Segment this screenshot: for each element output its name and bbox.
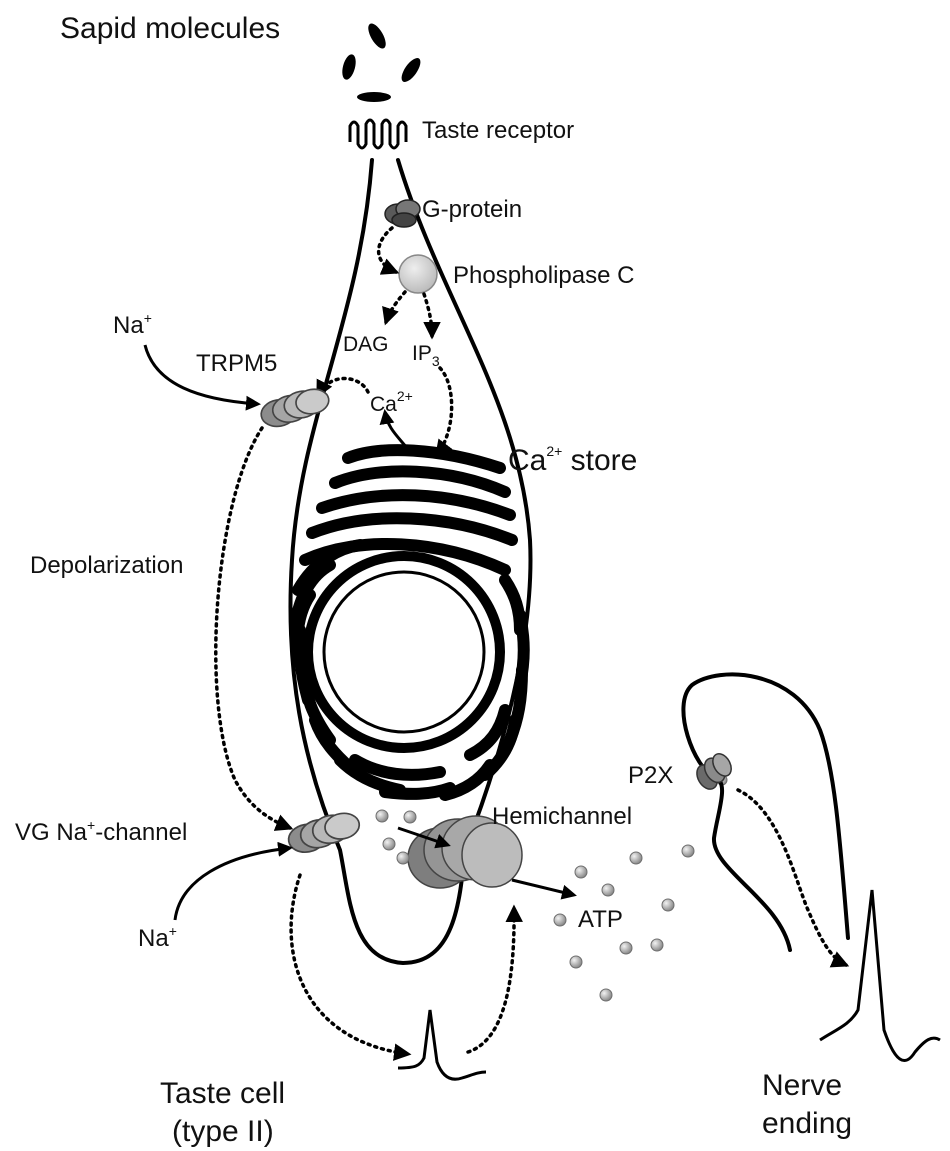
nucleus xyxy=(308,556,500,748)
label-na-bottom: Na+ xyxy=(138,923,177,952)
taste-receptor xyxy=(350,120,406,148)
label-p2x: P2X xyxy=(628,762,673,789)
nerve-action-potential xyxy=(820,890,940,1061)
label-hemichannel: Hemichannel xyxy=(492,803,632,830)
label-sapid-molecules: Sapid molecules xyxy=(60,12,280,45)
label-dag: DAG xyxy=(343,333,389,356)
label-atp: ATP xyxy=(578,906,623,933)
label-depolarization: Depolarization xyxy=(30,552,183,579)
label-nerve-ending: ending xyxy=(762,1107,852,1140)
label-taste-receptor: Taste receptor xyxy=(422,117,574,144)
arrow-na-into-vg-channel xyxy=(175,848,290,920)
arrow-atp-release xyxy=(512,880,574,895)
label-taste-cell-type: (type II) xyxy=(172,1115,274,1148)
sapid-molecules xyxy=(340,21,424,102)
label-ca-store: Ca2+ store xyxy=(508,443,637,477)
label-vg-na-channel: VG Na+-channel xyxy=(15,817,187,846)
label-trpm5: TRPM5 xyxy=(196,350,277,377)
label-phospholipase-c: Phospholipase C xyxy=(453,262,634,289)
g-protein xyxy=(385,200,420,227)
label-nerve: Nerve xyxy=(762,1069,842,1102)
phospholipase-c xyxy=(399,255,437,293)
label-taste-cell: Taste cell xyxy=(160,1077,285,1110)
arrow-ip3-to-ca-store xyxy=(437,368,452,455)
arrow-p2x-to-spike xyxy=(738,790,846,965)
arrow-taste-spike-to-hemichannel xyxy=(468,908,514,1052)
taste-cell-action-potential xyxy=(398,1010,486,1079)
arrow-plc-to-dag xyxy=(386,292,405,322)
arrow-gprotein-to-plc xyxy=(379,228,396,272)
label-na-top: Na+ xyxy=(113,310,152,339)
vg-na-channel xyxy=(286,811,363,855)
trpm5-channel xyxy=(258,387,332,429)
label-ca-inner: Ca2+ xyxy=(370,388,413,416)
label-g-protein: G-protein xyxy=(422,196,522,223)
arrow-plc-to-ip3 xyxy=(424,294,432,336)
label-ip3: IP3 xyxy=(412,342,440,369)
arrow-depolarization xyxy=(216,428,290,828)
